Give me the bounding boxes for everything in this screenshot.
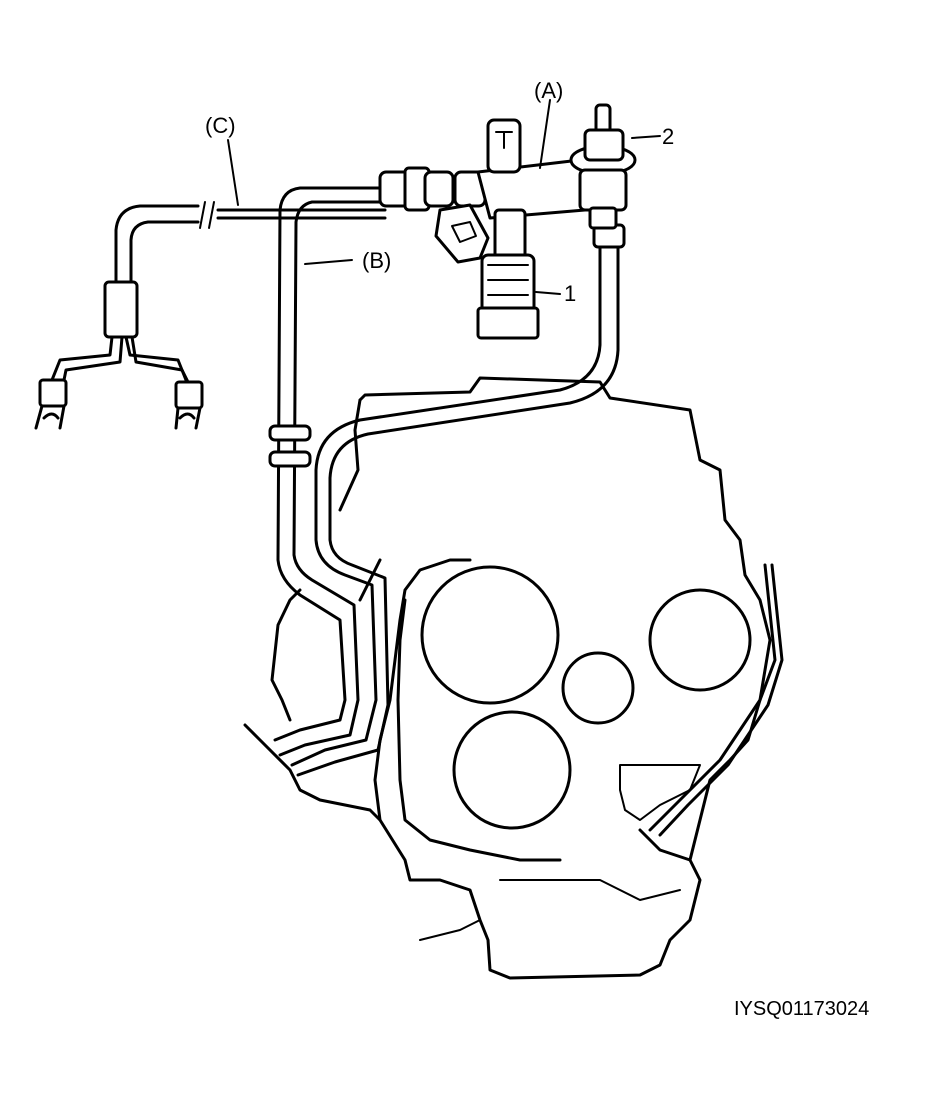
label-part-2: 2 — [662, 124, 675, 149]
return-hose — [290, 223, 626, 777]
label-part-1: 1 — [564, 281, 577, 306]
fuel-hose-b — [268, 186, 382, 757]
label-c: (C) — [205, 113, 236, 138]
leader-lines — [227, 99, 661, 295]
pressure-regulator — [569, 103, 637, 230]
label-b: (B) — [362, 248, 392, 273]
figure-code: IYSQ01173024 — [734, 998, 870, 1020]
solenoid-valve-assembly — [378, 118, 587, 340]
engine-block — [243, 376, 784, 980]
test-harness-c — [34, 201, 387, 430]
label-a: (A) — [534, 78, 564, 103]
